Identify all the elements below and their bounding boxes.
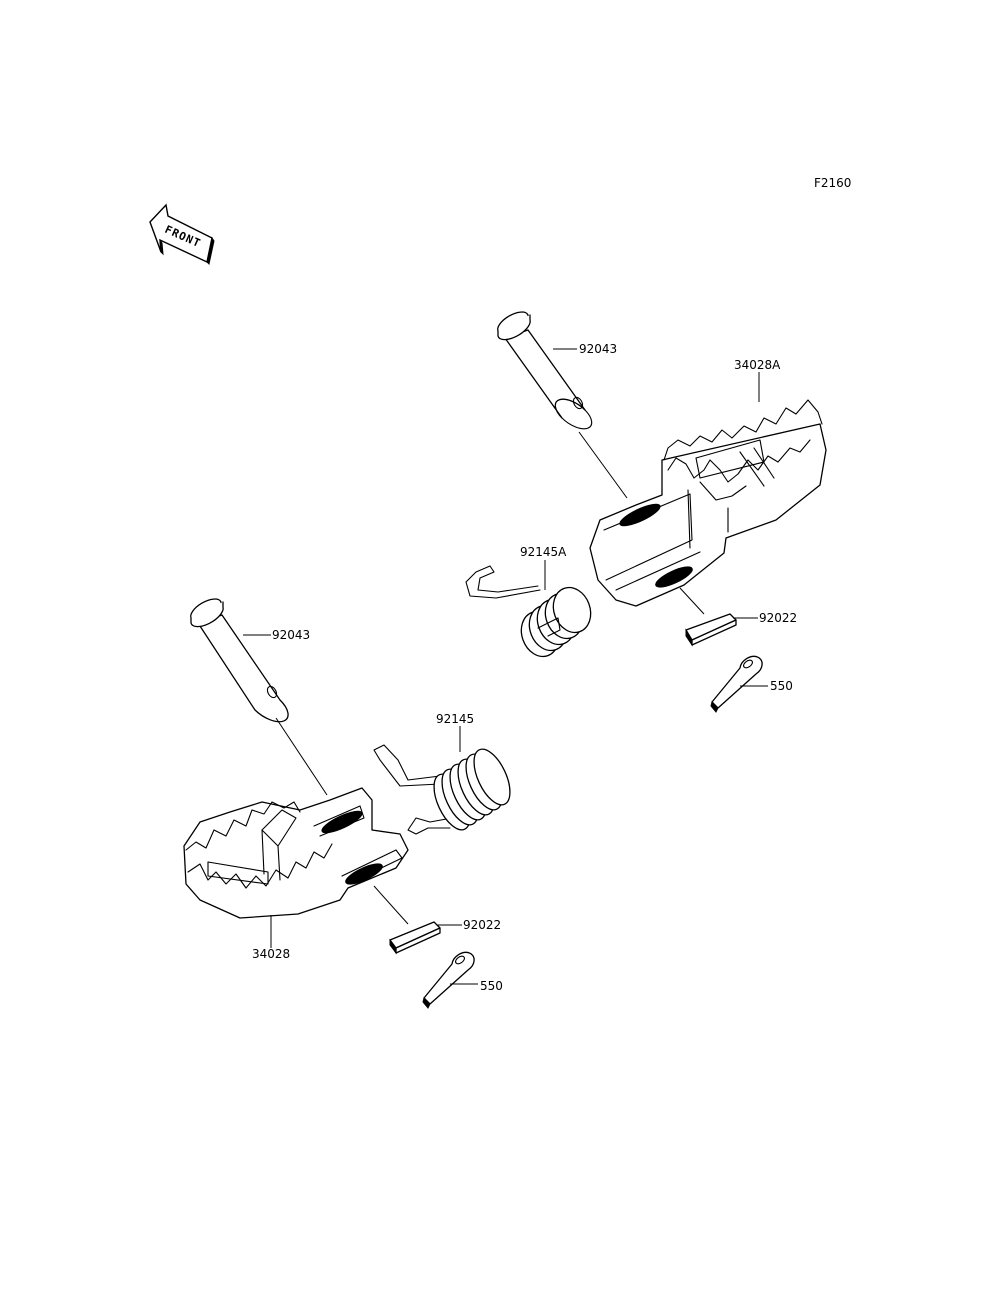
label-pin-left: 92043	[272, 628, 310, 642]
spring-right	[465, 565, 592, 658]
label-cotter-left: 550	[480, 979, 503, 993]
washer-right	[685, 613, 737, 647]
washer-left-axis-line	[373, 885, 409, 925]
label-washer-left: 92022	[463, 918, 501, 932]
pin-right-axis-line	[578, 431, 628, 499]
label-step-left: 34028	[252, 947, 290, 961]
label-washer-right: 92022	[759, 611, 797, 625]
front-arrow-icon: FRONT	[149, 203, 215, 266]
figure-code: F2160	[814, 176, 851, 190]
spring-left	[373, 744, 511, 835]
label-spring-right: 92145A	[520, 545, 567, 559]
pin-right	[497, 311, 593, 430]
label-cotter-right: 550	[770, 679, 793, 693]
pin-left-axis-line	[275, 717, 328, 796]
cotter-left	[422, 951, 475, 1009]
label-pin-right: 92043	[579, 342, 617, 356]
washer-left	[389, 921, 441, 955]
step-left	[183, 787, 409, 919]
step-right	[589, 399, 827, 607]
label-step-right: 34028A	[734, 358, 781, 372]
label-spring-left: 92145	[436, 712, 474, 726]
washer-right-axis-line	[679, 587, 705, 615]
pin-left	[190, 598, 289, 723]
cotter-right	[710, 655, 763, 713]
